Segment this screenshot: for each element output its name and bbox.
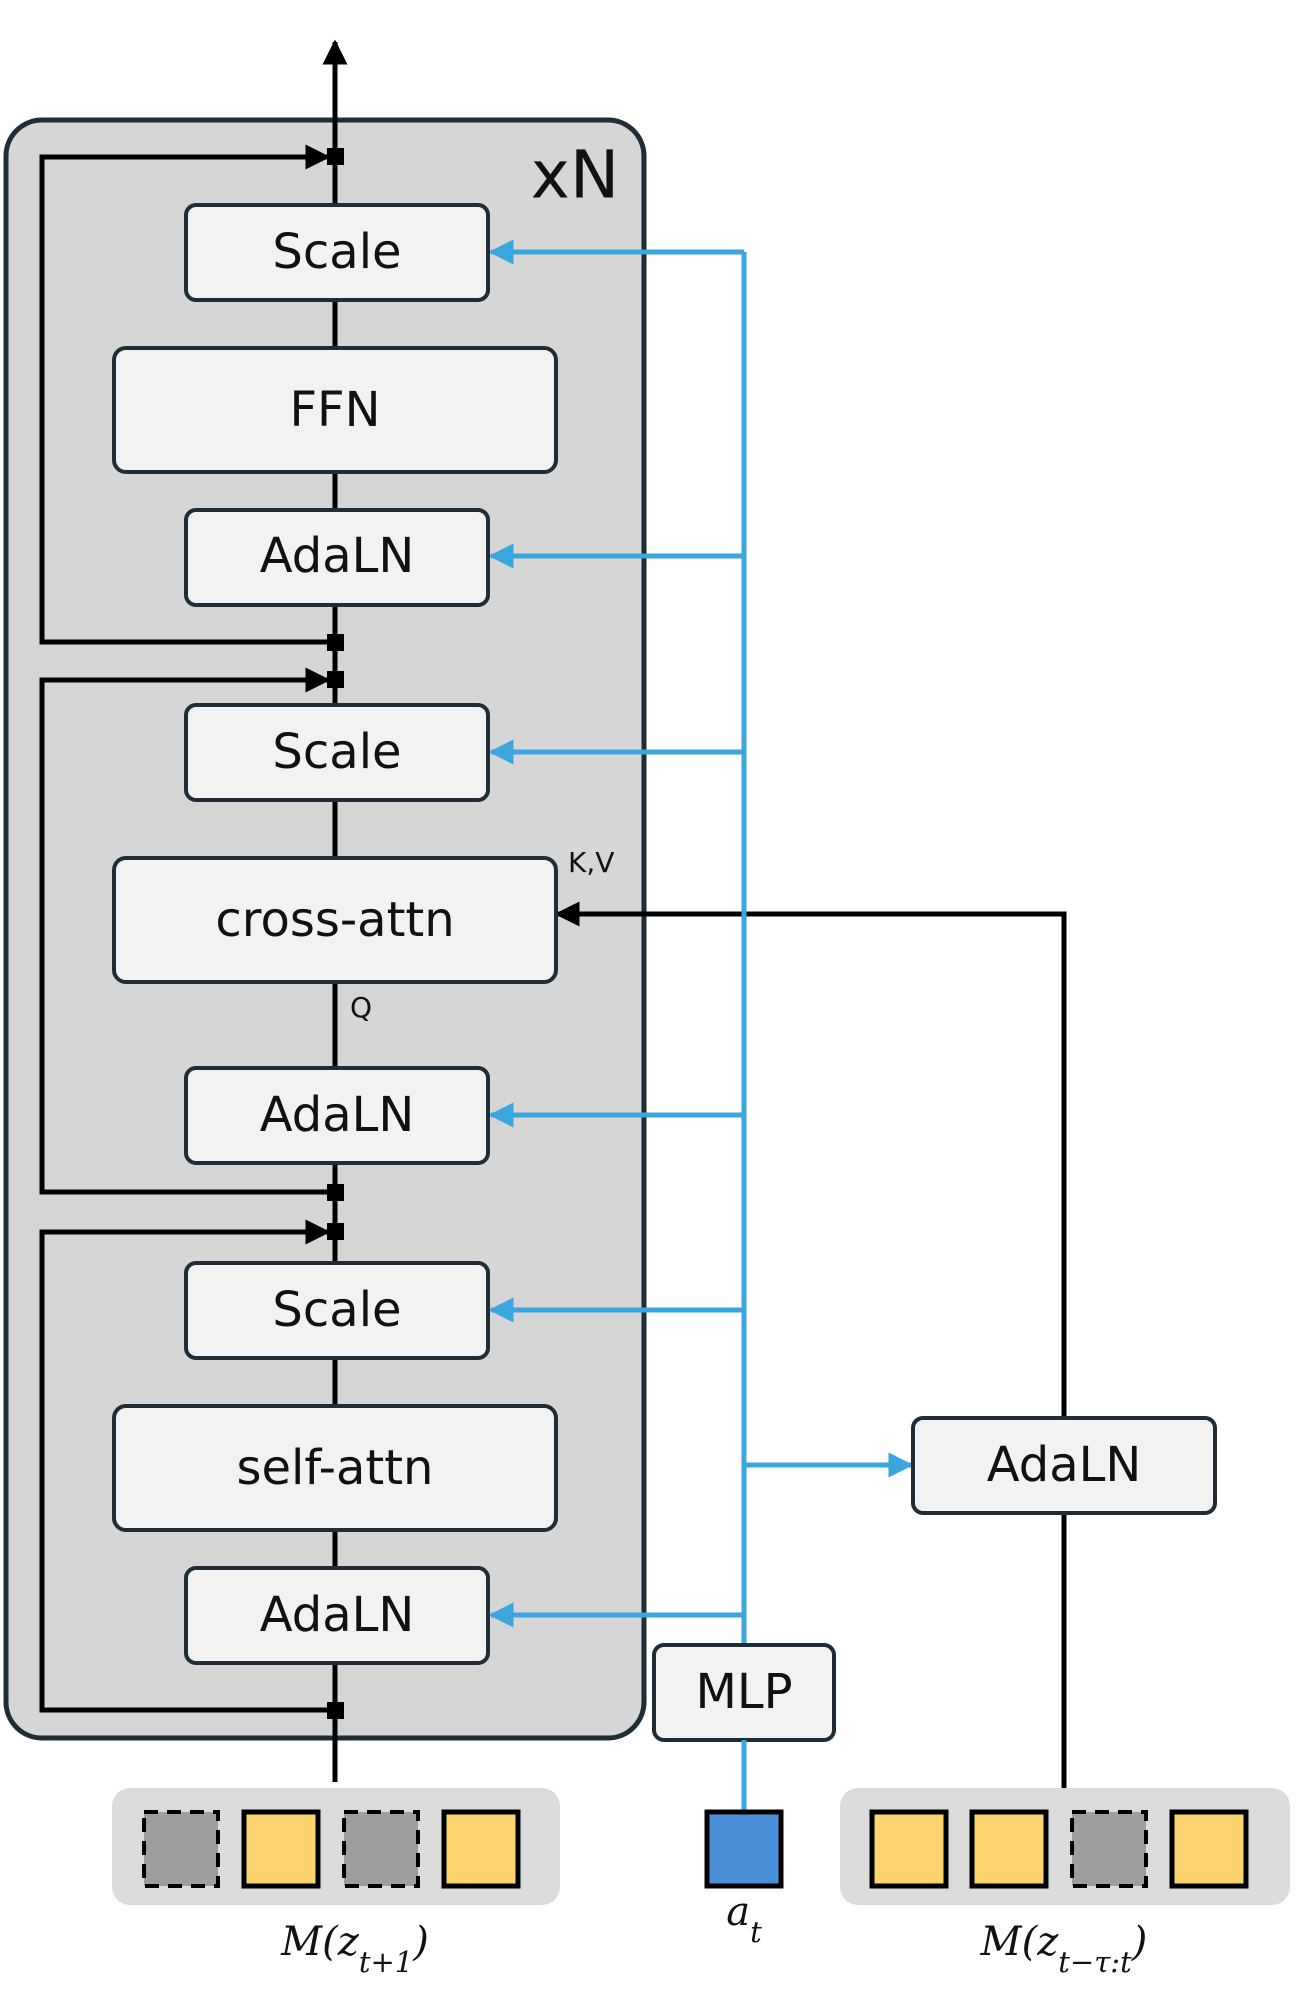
residual-connection-top [39,144,335,645]
scale-block-bottom: Scale [184,1261,490,1360]
visible-token [441,1809,521,1889]
repeat-count-label: xN [531,137,619,214]
adaln-block-top: AdaLN [184,508,490,607]
junction-node [327,1702,344,1719]
svg-text:AdaLN: AdaLN [987,1437,1142,1493]
svg-text:MLP: MLP [695,1664,792,1720]
svg-text:Scale: Scale [272,224,401,280]
context-token-group [869,1809,1249,1889]
self-attention-block: self-attn [112,1404,558,1532]
svg-text:Scale: Scale [272,724,401,780]
cross-attention-block: cross-attn [112,856,558,984]
residual-connection-middle [39,667,335,1195]
context-input-label: M(zt−τ:t) [980,1919,1148,1979]
action-input-label: at [726,1889,762,1949]
mlp-block: MLP [652,1643,836,1742]
visible-token [1169,1809,1249,1889]
visible-token [869,1809,949,1889]
junction-node [327,148,344,165]
ffn-block: FFN [112,346,558,474]
adaln-context-block: AdaLN [911,1416,1217,1515]
target-input-label: M(zt+1) [280,1919,429,1979]
svg-text:AdaLN: AdaLN [260,1587,415,1643]
visible-token [241,1809,321,1889]
scale-block-top: Scale [184,203,490,302]
svg-text:cross-attn: cross-attn [215,892,454,948]
junction-node [327,634,344,651]
masked-token [142,1810,220,1888]
svg-text:FFN: FFN [289,382,380,438]
junction-node [327,1184,344,1201]
visible-token [969,1809,1049,1889]
masked-token [1070,1810,1148,1888]
action-token [704,1809,784,1889]
q-port-label: Q [350,991,372,1024]
target-token-group [142,1809,521,1889]
scale-block-middle: Scale [184,703,490,802]
svg-text:Scale: Scale [272,1282,401,1338]
svg-text:AdaLN: AdaLN [260,1087,415,1143]
residual-connection-bottom [39,1219,335,1713]
adaln-block-bottom: AdaLN [184,1566,490,1665]
svg-text:AdaLN: AdaLN [260,528,415,584]
kv-port-label: K,V [568,846,614,879]
svg-text:self-attn: self-attn [237,1440,434,1496]
adaln-block-middle: AdaLN [184,1066,490,1165]
junction-node [327,1223,344,1240]
masked-token [342,1810,420,1888]
junction-node [327,671,344,688]
